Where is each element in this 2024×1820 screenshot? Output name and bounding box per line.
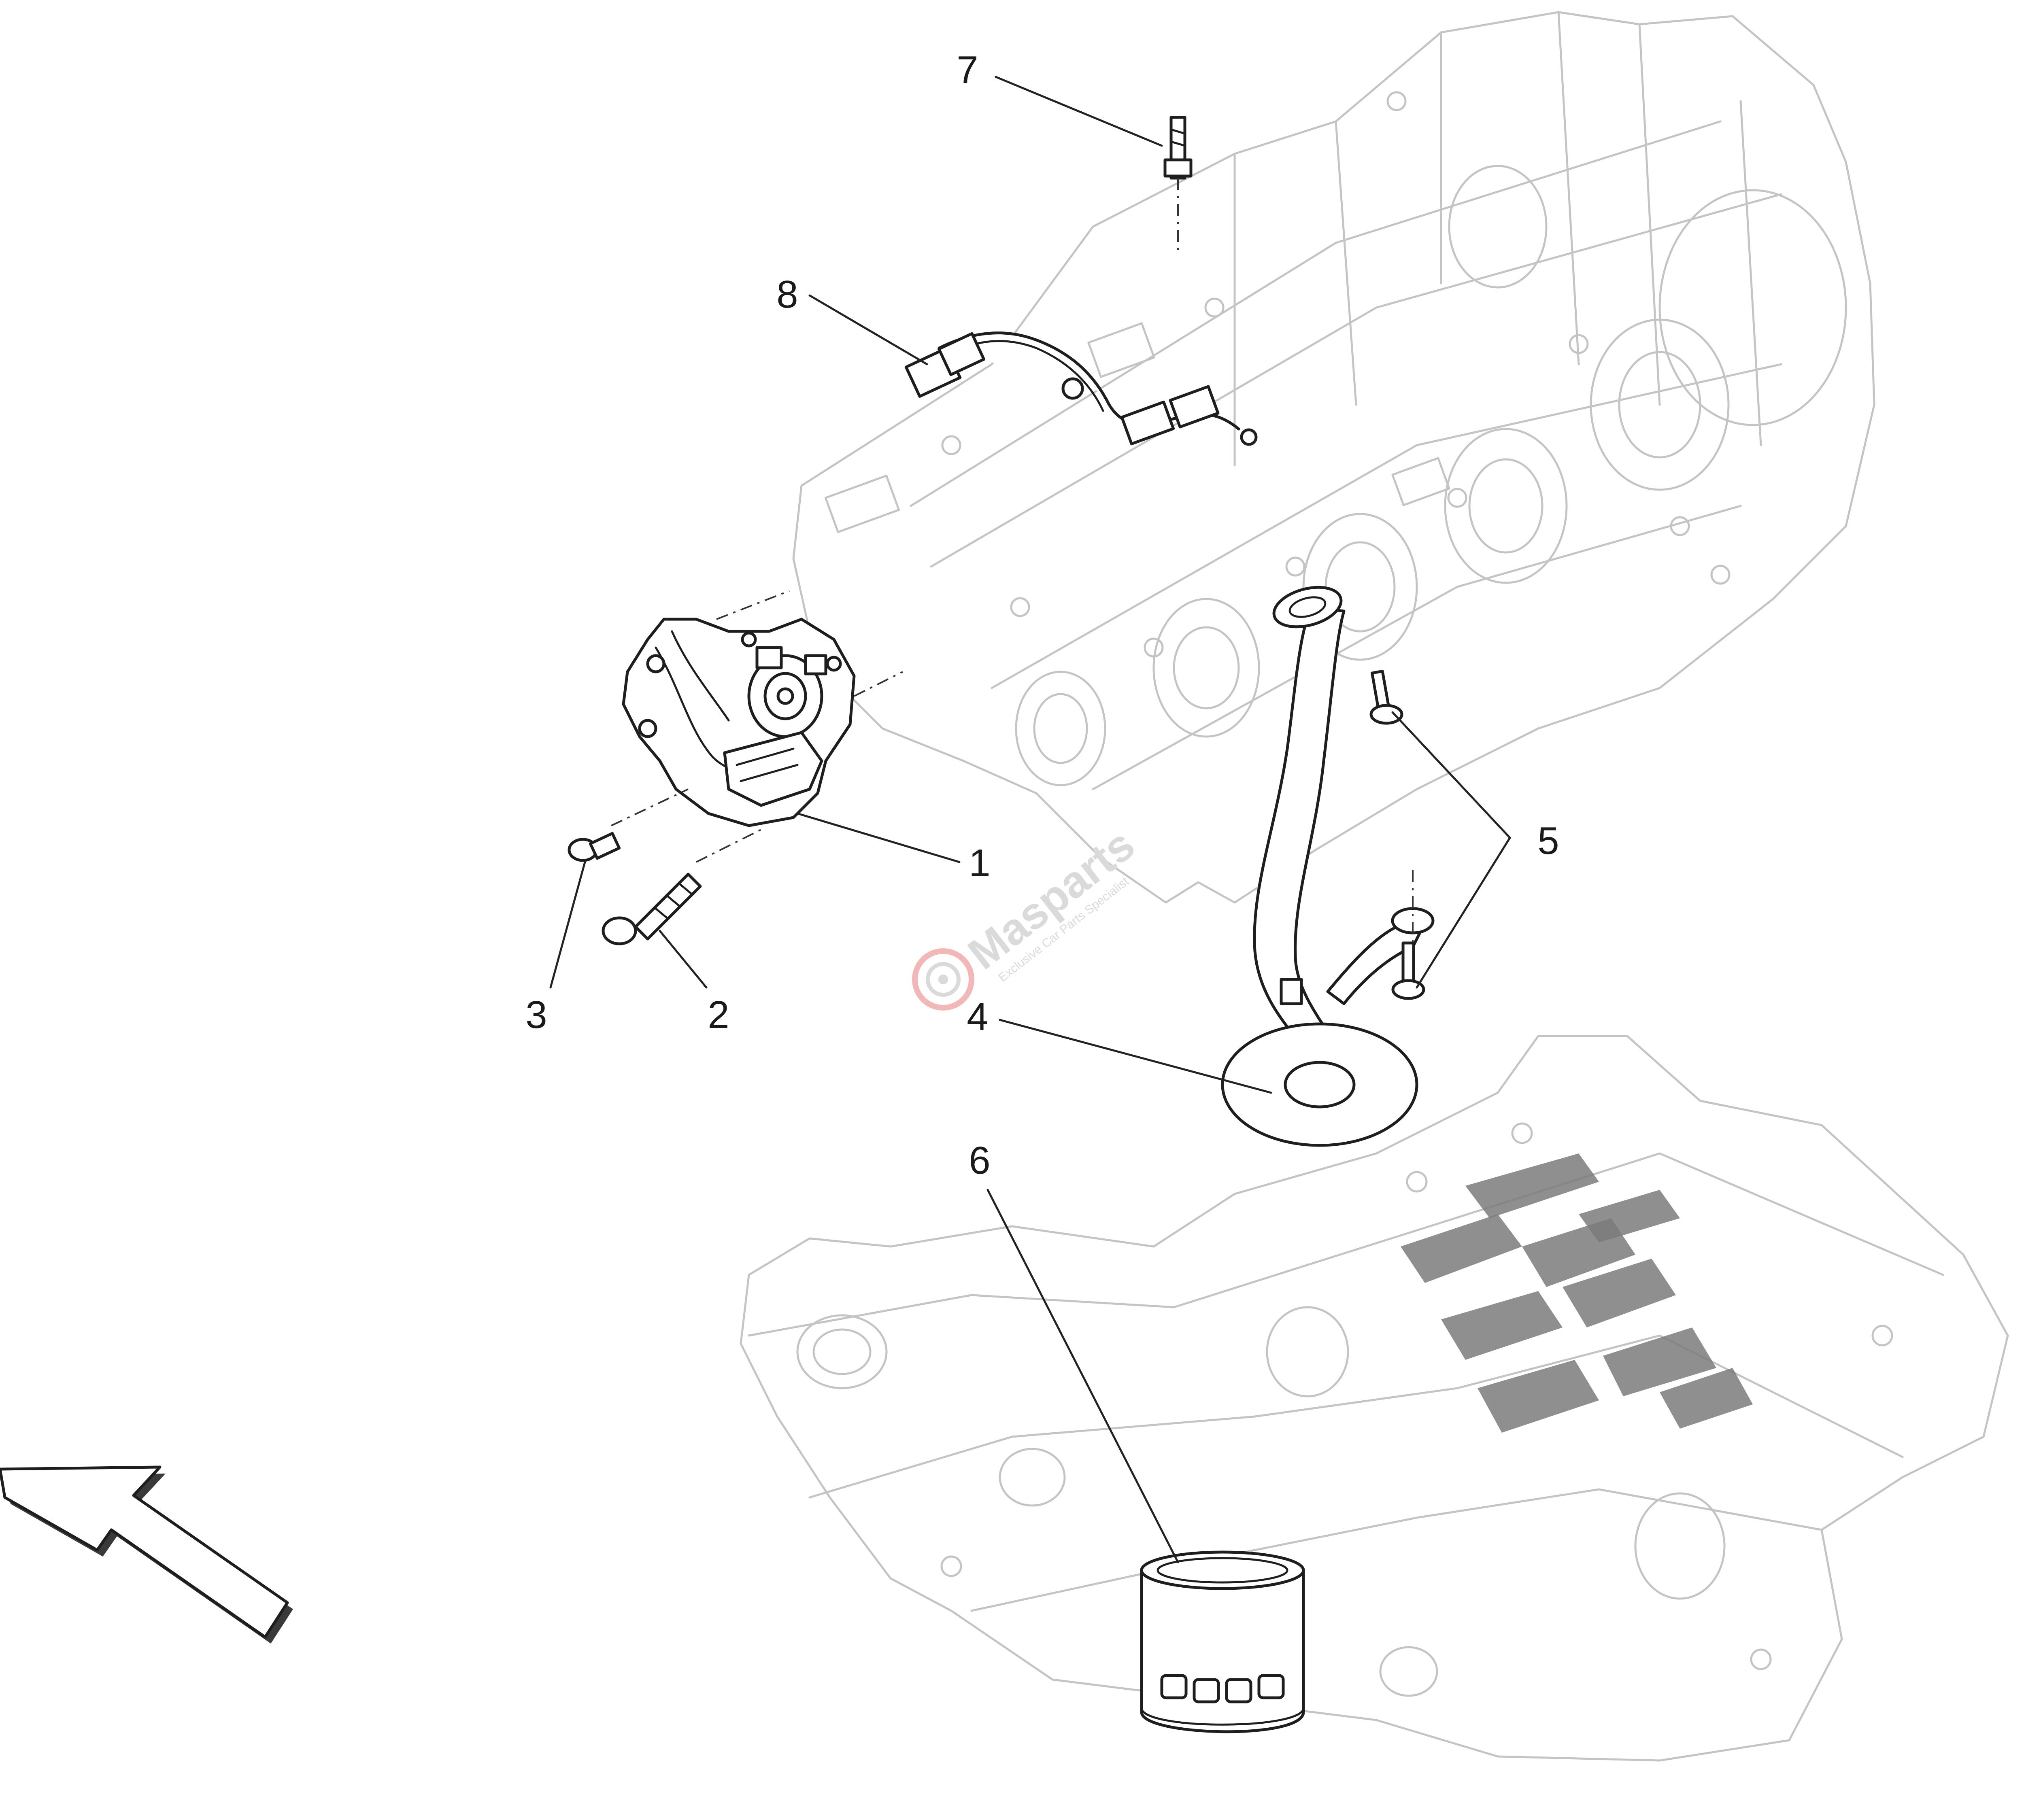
callout-4: 4 (967, 995, 988, 1038)
callout-6: 6 (969, 1139, 990, 1182)
part-3-bolt (568, 832, 621, 862)
oil-pan (740, 1035, 2009, 1762)
callout-1: 1 (969, 841, 990, 885)
part-2-long-bolt (602, 873, 702, 945)
leader-lines (549, 76, 1511, 1563)
masparts-logo-icon (912, 948, 974, 1011)
callout-7: 7 (957, 48, 978, 91)
part-8-sensor-harness (904, 331, 1258, 446)
part-4-oil-pickup-tube (1221, 586, 1435, 1147)
part-6-oil-filter (1140, 1550, 1305, 1733)
oil-pan-baffle-mesh (1401, 1153, 1753, 1433)
part-7-bolt (1163, 116, 1193, 251)
callout-5: 5 (1537, 819, 1559, 862)
callout-3: 3 (525, 993, 547, 1036)
part-5-bolts (1369, 670, 1425, 1000)
engine-block (792, 11, 1875, 904)
part-1-oil-pump (611, 590, 903, 863)
callout-2: 2 (708, 993, 729, 1036)
callout-8: 8 (776, 273, 798, 316)
watermark: Masparts Exclusive Car Parts Specialist (912, 820, 1144, 1011)
front-direction-arrow-icon (0, 1465, 293, 1644)
callout-labels: 7 8 1 3 2 4 5 6 (525, 48, 1559, 1182)
